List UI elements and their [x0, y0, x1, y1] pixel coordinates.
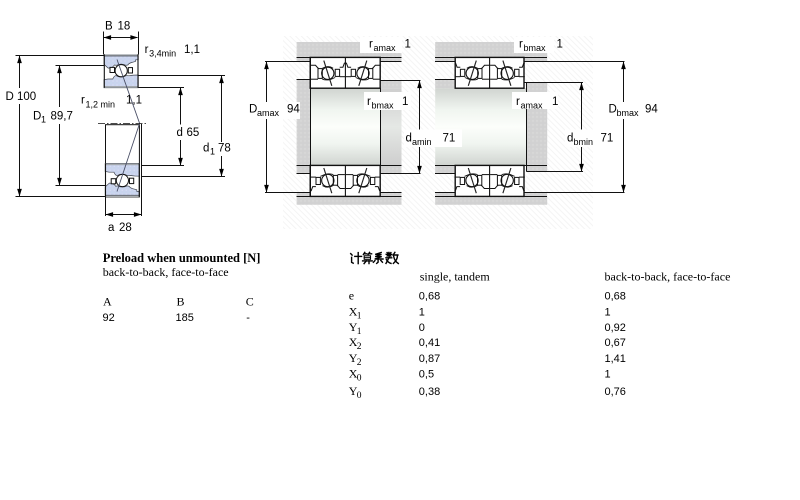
svg-text:1: 1 [605, 307, 611, 319]
svg-text:1: 1 [419, 307, 425, 319]
svg-text:Y0: Y0 [349, 384, 362, 401]
svg-text:e: e [349, 289, 354, 303]
svg-text:0,41: 0,41 [419, 337, 440, 349]
svg-text:1: 1 [605, 368, 611, 380]
svg-text:0: 0 [419, 322, 425, 334]
svg-text:back-to-back, face-to-face: back-to-back, face-to-face [103, 265, 229, 279]
svg-text:X0: X0 [349, 366, 362, 383]
svg-text:B18: B18 [105, 21, 130, 33]
svg-text:0,87: 0,87 [419, 353, 440, 365]
svg-text:d65: d65 [177, 127, 200, 139]
svg-text:a28: a28 [108, 222, 132, 234]
svg-text:1,41: 1,41 [605, 353, 626, 365]
svg-text:0,67: 0,67 [605, 337, 626, 349]
svg-text:0,5: 0,5 [419, 368, 434, 380]
svg-text:0,68: 0,68 [419, 291, 440, 303]
svg-text:0,76: 0,76 [605, 386, 626, 398]
svg-text:0,68: 0,68 [605, 291, 626, 303]
svg-text:X2: X2 [349, 335, 362, 352]
svg-text:Preload when unmounted [N]: Preload when unmounted [N] [103, 251, 261, 265]
svg-text:Y1: Y1 [349, 320, 362, 337]
svg-text:ABC: ABC [103, 295, 254, 309]
svg-text:Y2: Y2 [349, 351, 362, 368]
svg-text:0,38: 0,38 [419, 386, 440, 398]
svg-text:0,92: 0,92 [605, 322, 626, 334]
svg-text:X1: X1 [349, 305, 362, 322]
